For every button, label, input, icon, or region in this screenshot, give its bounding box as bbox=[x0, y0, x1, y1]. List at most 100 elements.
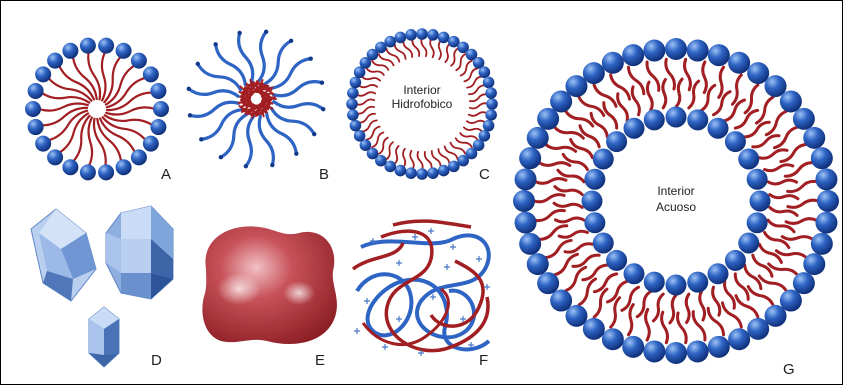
vesicle-head bbox=[405, 29, 417, 41]
reverse-micelle-chain bbox=[246, 117, 253, 166]
panel-f-letter: F bbox=[479, 352, 488, 369]
liposome-outer-tail bbox=[678, 313, 687, 343]
plus-marker bbox=[450, 244, 456, 250]
liposome-inner-head bbox=[666, 275, 687, 296]
liposome-inner-tail bbox=[753, 136, 779, 147]
liposome-outer-head bbox=[687, 40, 709, 62]
vesicle-tail bbox=[366, 68, 383, 75]
liposome-inner-head bbox=[725, 250, 746, 271]
panel-f-tangled-strands: F bbox=[353, 221, 490, 369]
micelle-head bbox=[47, 149, 63, 165]
liposome-outer-head bbox=[515, 168, 537, 190]
micelle-tail bbox=[73, 116, 90, 162]
liposome-inner-head bbox=[606, 250, 627, 271]
reverse-micelle-chain-end bbox=[312, 132, 316, 136]
liposome-inner-tail bbox=[700, 292, 705, 320]
vesicle-tail bbox=[356, 99, 374, 104]
vesicle-head bbox=[448, 161, 460, 173]
vesicle-head bbox=[427, 29, 439, 41]
liposome-inner-head bbox=[584, 169, 605, 190]
crystal-right bbox=[106, 206, 173, 299]
vesicle-head bbox=[416, 28, 428, 40]
liposome-inner-tail bbox=[725, 281, 735, 308]
micelle-head bbox=[153, 101, 169, 117]
reverse-micelle-chain bbox=[274, 102, 323, 109]
liposome-outer-head bbox=[665, 38, 687, 60]
micelle-head-groups bbox=[25, 38, 169, 181]
liposome-inner-tail bbox=[565, 244, 593, 252]
liposome-inner-tail bbox=[573, 255, 599, 266]
liposome-outer-head bbox=[513, 190, 535, 212]
micelle-head bbox=[143, 66, 159, 82]
liposome-inner-tail bbox=[770, 195, 798, 199]
liposome-inner-tail bbox=[713, 287, 720, 315]
liposome-inner-head bbox=[708, 118, 729, 139]
reverse-micelle-chains bbox=[187, 30, 326, 169]
plus-marker bbox=[412, 234, 418, 240]
droplet-highlight-2 bbox=[283, 281, 315, 305]
panel-a-micelle: A bbox=[25, 38, 171, 183]
liposome-outer-tail bbox=[628, 305, 633, 335]
plus-marker bbox=[430, 294, 436, 300]
plus-marker bbox=[382, 344, 388, 350]
liposome-outer-tail bbox=[788, 181, 817, 191]
liposome-inner-tail bbox=[765, 165, 793, 171]
liposome-outer-tail bbox=[722, 303, 741, 327]
panel-c-interior-line1: Interior bbox=[403, 83, 440, 97]
plus-marker bbox=[460, 316, 466, 322]
vesicle-tail bbox=[386, 142, 393, 159]
liposome-outer-head bbox=[583, 62, 605, 84]
panel-c-letter: C bbox=[479, 166, 490, 183]
vesicle-tail bbox=[450, 143, 465, 154]
reverse-micelle-chain-end bbox=[309, 56, 313, 60]
liposome-outer-head bbox=[515, 212, 537, 234]
liposome-outer-head bbox=[602, 52, 624, 74]
panel-a-letter: A bbox=[161, 166, 171, 183]
plus-marker bbox=[364, 298, 370, 304]
micelle-head bbox=[35, 136, 51, 152]
vesicle-tail bbox=[469, 112, 488, 116]
micelle-head bbox=[150, 83, 166, 99]
liposome-outer-head bbox=[728, 328, 750, 350]
liposome-outer-head bbox=[527, 253, 549, 275]
vesicle-tail bbox=[412, 39, 419, 56]
plus-marker bbox=[396, 260, 402, 266]
liposome-outer-head bbox=[519, 147, 541, 169]
liposome-inner-tail bbox=[559, 231, 587, 237]
vesicle-head bbox=[347, 87, 359, 99]
liposome-outer-tail bbox=[628, 67, 643, 94]
panel-g-liposome: Interior Acuoso G bbox=[513, 38, 839, 378]
crystal-right-face-top bbox=[121, 206, 151, 239]
micelle-tail bbox=[89, 118, 93, 167]
liposome-outer-head bbox=[550, 290, 572, 312]
vesicle-tail bbox=[445, 44, 449, 62]
crystal-bottom-face-bottom bbox=[89, 353, 119, 367]
liposome-inner-head bbox=[747, 169, 768, 190]
vesicle-tail bbox=[460, 133, 477, 140]
micelle-tail bbox=[39, 103, 88, 110]
vesicle-tail bbox=[379, 54, 394, 65]
liposome-inner-tail bbox=[670, 295, 676, 323]
vesicle-tail bbox=[357, 107, 374, 114]
plus-marker bbox=[484, 284, 490, 290]
liposome-outer-tail bbox=[566, 111, 593, 126]
vesicle-tail bbox=[395, 146, 399, 164]
liposome-outer-tail bbox=[788, 200, 818, 207]
liposome-inner-tail bbox=[637, 292, 650, 317]
liposome-inner-tail bbox=[647, 82, 652, 110]
liposome-outer-head bbox=[811, 147, 833, 169]
liposome-outer-head bbox=[793, 272, 815, 294]
vesicle-head bbox=[485, 109, 497, 121]
liposome-outer-tail bbox=[732, 75, 741, 104]
liposome-outer-tail bbox=[539, 163, 570, 166]
liposome-inner-head bbox=[747, 212, 768, 233]
liposome-inner-tail bbox=[554, 203, 582, 207]
micelle-tail bbox=[97, 119, 121, 162]
panel-c-interior-line2: Hidrofobico bbox=[392, 97, 453, 111]
vesicle-tail bbox=[439, 41, 441, 59]
liposome-outer-head bbox=[565, 75, 587, 97]
reverse-micelle-chain-end bbox=[219, 155, 223, 159]
liposome-inner-head bbox=[593, 149, 614, 170]
